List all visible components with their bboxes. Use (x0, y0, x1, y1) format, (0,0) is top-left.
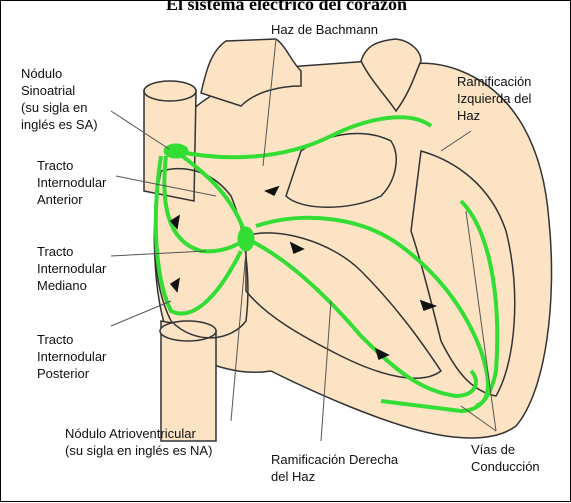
sa-node (164, 144, 188, 158)
label-pathways: Vías de Conducción (471, 441, 540, 475)
av-node (238, 227, 254, 251)
label-anterior-tract: Tracto Internodular Anterior (37, 157, 106, 208)
label-av-node: Nódulo Atrioventricular (su sigla en ing… (65, 425, 212, 459)
label-posterior-tract: Tracto Internodular Posterior (37, 331, 106, 382)
label-bachmann: Haz de Bachmann (271, 21, 378, 38)
label-left-bundle: Ramificación Izquierda del Haz (457, 73, 531, 124)
superior-vena-cava-opening (144, 81, 196, 101)
label-right-bundle: Ramificación Derecha del Haz (271, 451, 398, 485)
label-sa-node: Nódulo Sinoatrial (su sigla en inglés es… (21, 65, 98, 133)
label-middle-tract: Tracto Internodular Mediano (37, 243, 106, 294)
